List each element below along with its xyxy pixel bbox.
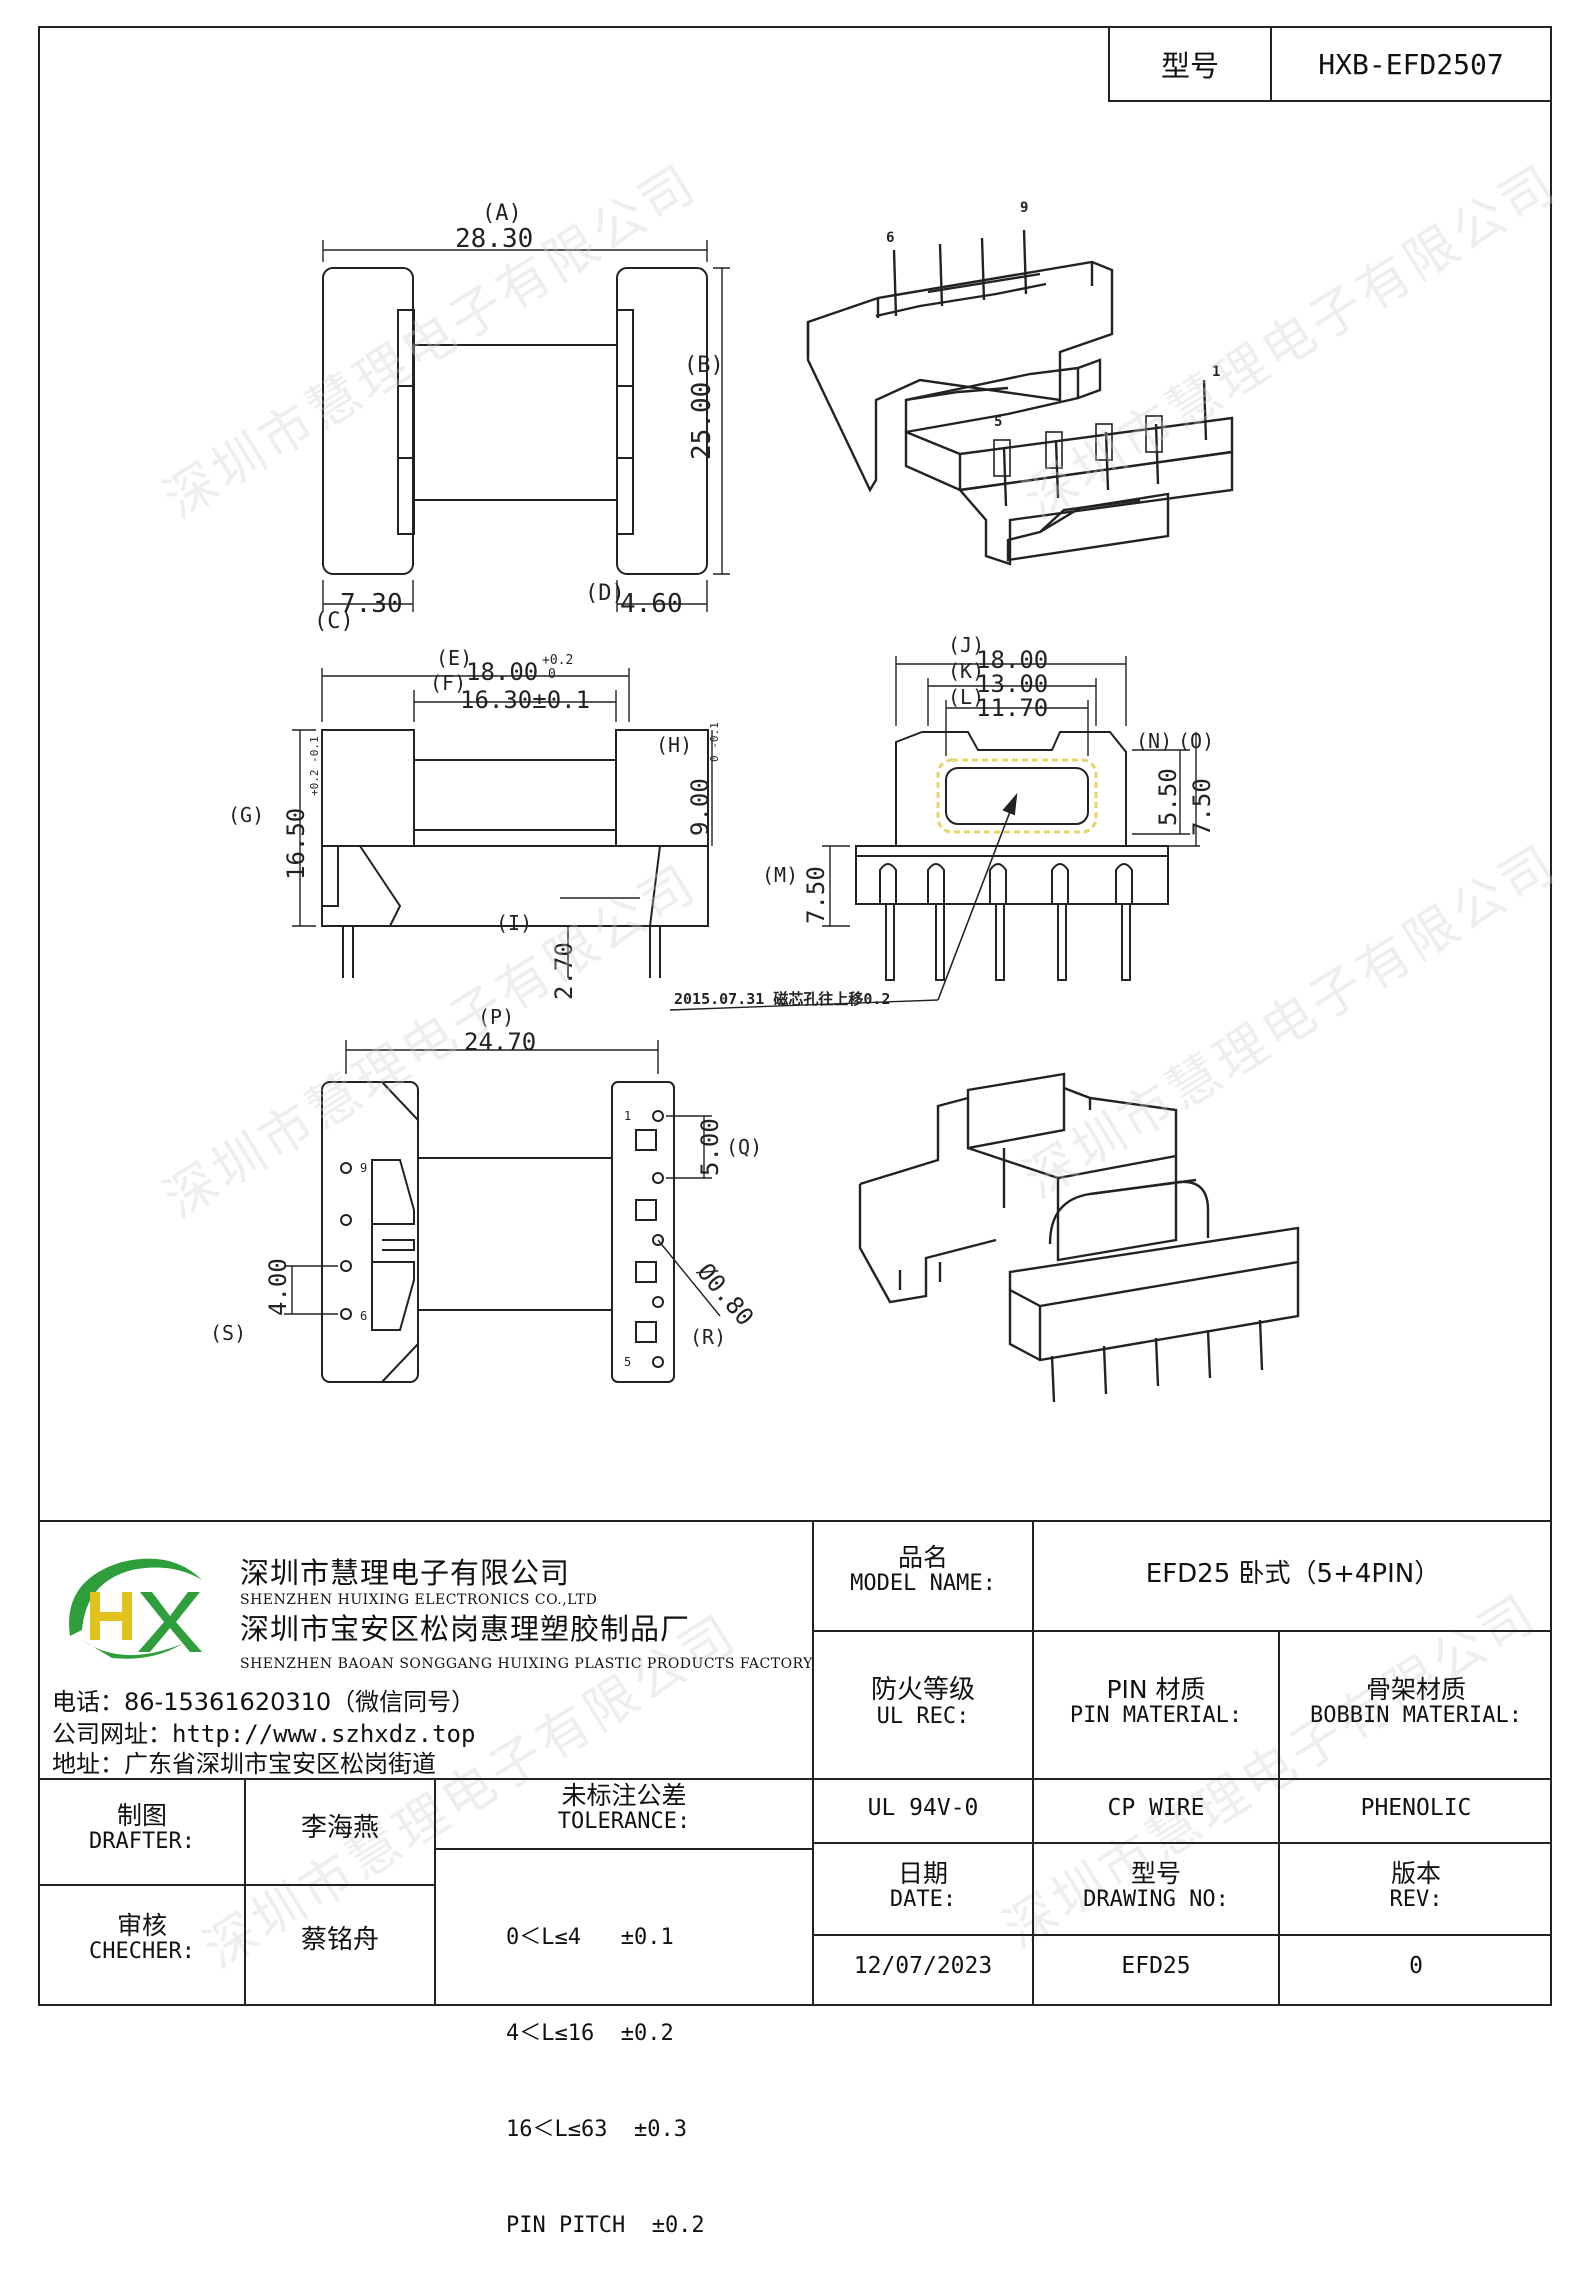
dim-l-label: (L) (948, 685, 984, 709)
dim-b-label: (B) (684, 353, 724, 378)
dim-f-value: 16.30±0.1 (460, 686, 590, 714)
ul-rec-label: 防火等级 UL REC: (870, 1675, 975, 1730)
dim-c-value: 7.30 (340, 589, 403, 619)
model-value: HXB-EFD2507 (1318, 47, 1504, 81)
bottom-pin-6: 6 (360, 1309, 367, 1323)
dim-g-tol: +0.2 -0.1 (308, 736, 321, 796)
dim-d-value: 4.60 (620, 589, 683, 619)
model-number-box: 型号 HXB-EFD2507 (1108, 26, 1552, 102)
front-view (669, 656, 1200, 1011)
drafter-label: 制图 DRAFTER: (89, 1801, 195, 1854)
model-label: 型号 (1110, 28, 1272, 100)
company-name-cn: 深圳市慧理电子有限公司 (240, 1556, 571, 1590)
isometric-view-top (806, 229, 1234, 566)
company-name-en: SHENZHEN HUIXING ELECTRONICS CO.,LTD (240, 1592, 598, 1608)
pin-label-9: 9 (1020, 200, 1028, 216)
dim-r-label: (R) (690, 1325, 726, 1349)
checker-value: 蔡铭舟 (300, 1925, 379, 1955)
dim-n-value: 5.50 (1154, 768, 1182, 826)
company-address: 地址：广东省深圳市宝安区松岗街道 (52, 1750, 436, 1778)
top-view (322, 240, 730, 612)
bottom-pin-5: 5 (624, 1355, 631, 1369)
dim-o-label: (O) (1178, 729, 1214, 753)
dim-h-value: 9.00 (686, 778, 714, 836)
dim-l-value: 11.70 (976, 694, 1048, 722)
model-name-value: EFD25 卧式（5+4PIN） (1145, 1559, 1441, 1589)
dim-s-label: (S) (210, 1321, 246, 1345)
pin-label-5: 5 (994, 414, 1002, 430)
dim-h-label: (H) (656, 733, 692, 757)
dim-e-tol-dn: 0 (548, 667, 556, 682)
factory-name-cn: 深圳市宝安区松岗惠理塑胶制品厂 (240, 1612, 691, 1646)
dim-h-tol: 0 -0.1 (708, 722, 721, 762)
dim-p-value: 24.70 (464, 1028, 536, 1056)
dim-i-value: 2.70 (550, 942, 578, 1000)
rev-value: 0 (1409, 1953, 1423, 1979)
pin-label-1: 1 (1212, 364, 1220, 380)
dim-m-value: 7.50 (802, 866, 830, 924)
dim-d-label: (D) (585, 581, 625, 606)
drawing-no-label: 型号 DRAWING NO: (1083, 1859, 1229, 1912)
pin-label-6: 6 (886, 230, 894, 246)
date-value: 12/07/2023 (853, 1953, 993, 1979)
dim-p-label: (P) (478, 1005, 514, 1029)
tolerance-label: 未标注公差 TOLERANCE: (557, 1781, 691, 1834)
dim-a-value: 28.30 (455, 224, 533, 254)
dim-o-value: 7.50 (1188, 778, 1216, 836)
tolerance-row: 0＜L≤4 ±0.1 (506, 1925, 674, 1950)
dim-e-label: (E) (436, 646, 472, 670)
dim-j-label: (J) (948, 633, 984, 657)
dim-g-label: (G) (228, 803, 264, 827)
company-phone: 电话：86-15361620310（微信同号） (52, 1688, 476, 1716)
dim-s-value: 4.00 (264, 1258, 292, 1316)
tolerance-row: PIN PITCH ±0.2 (506, 2213, 705, 2238)
factory-name-en: SHENZHEN BAOAN SONGGANG HUIXING PLASTIC … (240, 1656, 813, 1672)
logo-letters (90, 1592, 202, 1652)
dim-g-value: 16.50 (282, 808, 310, 880)
dim-a-label: (A) (482, 201, 522, 226)
ul-rec-value: UL 94V-0 (867, 1795, 979, 1821)
dim-j-value: 18.00 (976, 646, 1048, 674)
rev-label: 版本 REV: (1389, 1859, 1443, 1912)
side-view (292, 668, 713, 978)
dim-e-value: 18.00 (466, 658, 538, 686)
drawing-frame (38, 26, 1552, 2006)
tolerance-row: 4＜L≤16 ±0.2 (506, 2021, 674, 2046)
bottom-view (284, 1040, 721, 1383)
dim-q-value: 5.00 (696, 1118, 724, 1176)
bobbin-material-label: 骨架材质 BOBBIN MATERIAL: (1310, 1675, 1522, 1728)
pin-material-label: PIN 材质 PIN MATERIAL: (1069, 1675, 1243, 1728)
dim-f-label: (F) (430, 671, 466, 695)
isometric-view-bottom (858, 1072, 1300, 1403)
dim-k-label: (K) (948, 659, 984, 683)
tolerance-row: 16＜L≤63 ±0.3 (506, 2117, 687, 2142)
drafter-value: 李海燕 (300, 1813, 379, 1843)
dim-e-tol-up: +0.2 (542, 653, 573, 668)
bobbin-material-value: PHENOLIC (1360, 1795, 1472, 1821)
drawing-no-value: EFD25 (1121, 1953, 1191, 1979)
company-logo (69, 1558, 202, 1659)
dim-k-value: 13.00 (976, 670, 1048, 698)
dim-m-label: (M) (762, 863, 798, 887)
dim-i-label: (I) (496, 911, 532, 935)
dim-n-label: (N) (1136, 729, 1172, 753)
date-label: 日期 DATE: (889, 1859, 957, 1912)
dim-q-label: (Q) (726, 1135, 762, 1159)
dim-b-value: 25.00 (687, 382, 717, 460)
technical-drawing: (A) 28.30 (B) 25.00 (C) 7.30 (D) 4.60 (210, 200, 1300, 1403)
bottom-pin-9: 9 (360, 1161, 367, 1175)
company-website: 公司网址：http://www.szhxdz.top (52, 1720, 476, 1748)
model-name-label: 品名 MODEL NAME: (850, 1543, 996, 1596)
tolerance-table: 0＜L≤4 ±0.1 4＜L≤16 ±0.2 16＜L≤63 ±0.3 PIN … (506, 1858, 705, 2274)
revision-note: 2015.07.31 磁芯孔往上移0.2 (674, 990, 890, 1008)
dim-c-label: (C) (314, 609, 354, 634)
bottom-pin-1: 1 (624, 1109, 631, 1123)
pin-material-value: CP WIRE (1107, 1795, 1205, 1821)
checker-label: 审核 CHECHER: (89, 1911, 195, 1964)
